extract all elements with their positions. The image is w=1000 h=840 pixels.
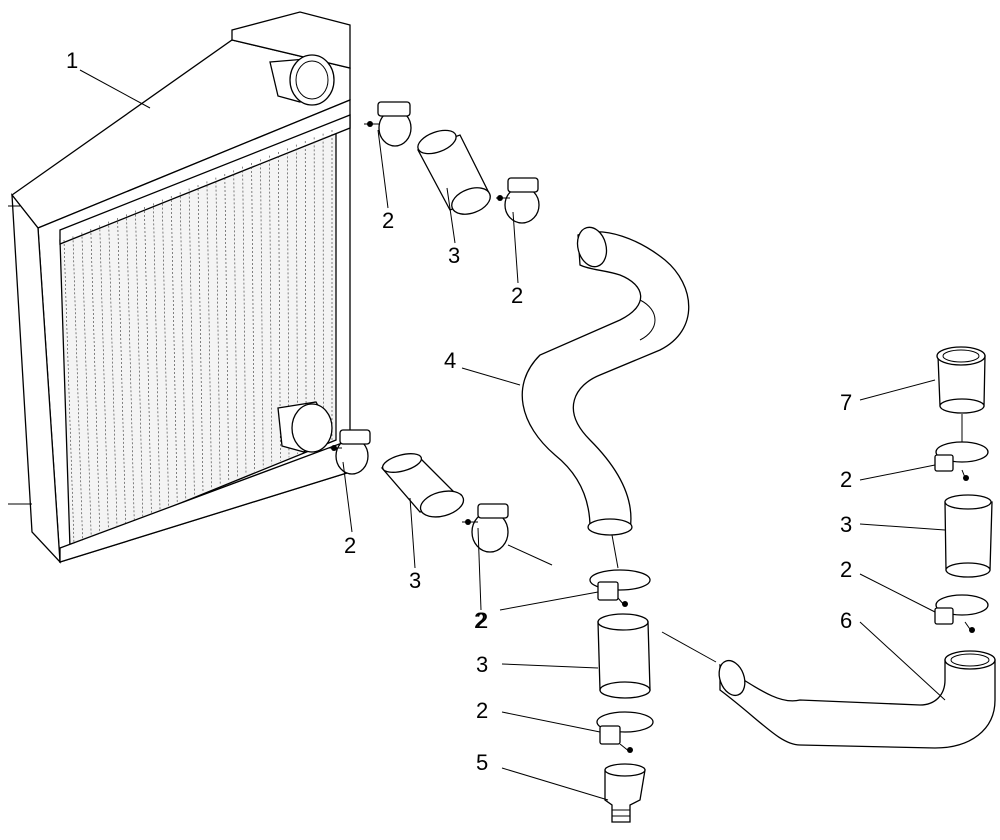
lower-hose-sleeve [380, 453, 465, 518]
fin-line [304, 140, 307, 451]
callout-hose-sleeve: 3 [448, 243, 460, 268]
upper-hose-sleeve [417, 129, 491, 215]
fin-line [81, 232, 92, 538]
center-hose-sleeve [597, 613, 651, 699]
reducer-fitting-5 [604, 763, 646, 823]
callout-clamp: 2 [476, 608, 488, 633]
lower-clamp-1 [328, 429, 371, 475]
fin-line [135, 210, 144, 517]
hose-pipe-4 [521, 226, 690, 536]
callout-clamp: 2 [840, 467, 852, 492]
callout-clamp: 2 [382, 208, 394, 233]
lower-clamp-2 [462, 503, 509, 553]
right-clamp-bottom [934, 594, 989, 633]
upper-clamp-1 [364, 101, 412, 147]
fin-line [72, 236, 83, 541]
fin-line [108, 221, 118, 527]
callout-pipe-fitting: 7 [840, 390, 852, 415]
callout-hose-sleeve: 3 [476, 652, 488, 677]
right-clamp-top [934, 441, 989, 481]
callout-clamp: 2 [476, 698, 488, 723]
callout-clamp: 2 [474, 608, 486, 633]
fin-line [170, 195, 178, 503]
callout-hose-pipe: 4 [444, 348, 456, 373]
fin-line [126, 214, 135, 520]
center-clamp-top [589, 569, 651, 607]
hose-pipe-6 [718, 650, 996, 749]
fin-line [197, 184, 204, 493]
fin-line [295, 144, 298, 454]
fin-line [99, 225, 109, 531]
radiator-core [8, 11, 351, 564]
fin-line [251, 162, 255, 472]
callout-clamp: 2 [344, 533, 356, 558]
fin-line [188, 188, 195, 496]
callout-hose-sleeve: 3 [840, 512, 852, 537]
fin-line [117, 217, 126, 524]
callout-clamp: 2 [511, 283, 523, 308]
connection-line [661, 631, 717, 663]
callout-labels: 1 2 3 2 4 2 3 2 2 3 2 5 7 2 3 2 6 [66, 48, 852, 775]
radiator-upper-outlet [269, 54, 335, 106]
pipe-fitting-7 [936, 346, 986, 414]
upper-clamp-2 [496, 177, 540, 224]
callout-hose-pipe: 6 [840, 608, 852, 633]
fin-line [144, 206, 152, 513]
fin-line [161, 199, 169, 506]
fin-line [90, 228, 101, 534]
callout-hose-sleeve: 3 [409, 568, 421, 593]
leader-lines [79, 69, 946, 801]
fin-line [215, 177, 221, 486]
callout-reducer: 5 [476, 750, 488, 775]
fin-line [153, 203, 161, 510]
connection-line [507, 544, 553, 566]
fin-line [269, 155, 273, 465]
fin-line [242, 166, 247, 475]
fin-line [233, 170, 238, 479]
center-clamp-bottom [596, 711, 654, 753]
fin-line [179, 192, 187, 499]
callout-radiator: 1 [66, 48, 78, 73]
radiator-lower-outlet [277, 401, 333, 453]
right-hose-sleeve [944, 494, 993, 578]
fin-line [224, 173, 230, 482]
fin-line [260, 159, 264, 468]
fin-line [63, 239, 75, 545]
callout-clamp: 2 [840, 557, 852, 582]
fin-line [206, 181, 212, 489]
connection-line [611, 534, 619, 569]
